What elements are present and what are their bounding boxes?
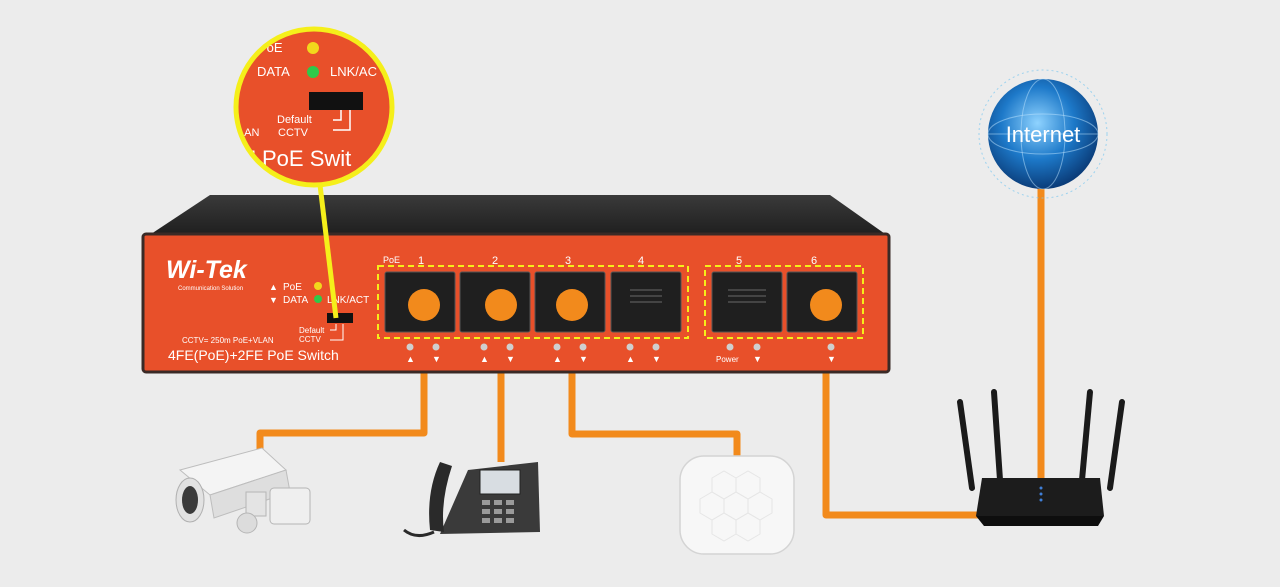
zoom-pointer — [317, 184, 339, 319]
zoom-bracket-2 — [333, 110, 351, 131]
led-poe-label: PoE — [283, 282, 302, 293]
svg-text:▼: ▼ — [827, 354, 836, 364]
cctv-note: CCTV= 250m PoE+VLAN — [182, 336, 274, 345]
zoom-model-fragment: PoE Swit — [262, 146, 351, 171]
uplink-port-group-highlight — [704, 265, 864, 339]
dip-cctv-label: CCTV — [299, 335, 321, 344]
port-number-6: 6 — [811, 255, 817, 267]
zoom-lnk-label: LNK/AC — [330, 64, 377, 79]
poe-port-group-highlight — [377, 265, 689, 339]
port-contacts — [630, 289, 766, 303]
zoom-dip-switch — [309, 92, 363, 110]
port-number-5: 5 — [736, 255, 742, 267]
ip-phone-icon — [403, 462, 540, 537]
port-leds — [406, 343, 835, 351]
zoom-data-led — [307, 66, 319, 78]
dip-default-label: Default — [299, 326, 325, 335]
dip-bracket-2 — [330, 324, 344, 341]
zoom-circle-border — [233, 26, 395, 188]
port-number-3: 3 — [565, 255, 571, 267]
svg-text:▲: ▲ — [480, 354, 489, 364]
zoom-bracket-1 — [333, 110, 342, 121]
plug-port-3 — [556, 289, 588, 321]
port-number-4: 4 — [638, 255, 644, 267]
svg-text:▲: ▲ — [626, 354, 635, 364]
zoom-data-label: DATA — [257, 64, 290, 79]
ip-camera-icon — [175, 447, 311, 534]
port-number-2: 2 — [492, 255, 498, 267]
access-point-icon — [679, 455, 795, 555]
led-data-label: DATA — [283, 295, 309, 306]
led-poe-indicator — [314, 282, 322, 290]
switch-brand-tagline: Communication Solution — [178, 286, 243, 292]
internet-globe: Internet — [978, 69, 1108, 199]
zoom-poe-led — [307, 42, 319, 54]
internet-label: Internet — [1006, 122, 1081, 147]
svg-text:▼: ▼ — [652, 354, 661, 364]
svg-text:▲: ▲ — [553, 354, 562, 364]
dip-bracket — [330, 324, 337, 331]
plug-port-2 — [485, 289, 517, 321]
zoom-cctv-label: CCTV — [278, 127, 309, 139]
power-label: Power — [716, 355, 739, 364]
zoom-default-label: Default — [277, 114, 312, 126]
svg-text:▼: ▼ — [506, 354, 515, 364]
led-data-arrow: ▼ — [269, 295, 278, 305]
svg-text:▲: ▲ — [406, 354, 415, 364]
dip-switch[interactable] — [327, 313, 353, 323]
zoom-callout: PoE DATA LNK/AC Default LAN CCTV 4 PoE S… — [233, 26, 395, 319]
svg-text:▼: ▼ — [432, 354, 441, 364]
svg-text:▼: ▼ — [753, 354, 762, 364]
plug-port-6 — [810, 289, 842, 321]
led-data-indicator — [314, 295, 322, 303]
router-icon — [957, 389, 1125, 526]
poe-group-label: PoE — [383, 255, 400, 265]
cable-port6-router — [822, 305, 985, 519]
poe-switch: Wi-Tek Communication Solution ▲ PoE ▼ DA… — [141, 195, 891, 374]
switch-brand-logo: Wi-Tek — [166, 256, 248, 284]
cable-plugs — [408, 289, 842, 321]
led-poe-arrow: ▲ — [269, 282, 278, 292]
plug-port-1 — [408, 289, 440, 321]
switch-top-panel — [148, 195, 888, 236]
port-number-1: 1 — [418, 255, 424, 267]
port-led-arrows: ▲ ▼ ▲ ▼ ▲ ▼ ▲ ▼ ▼ ▼ — [406, 354, 836, 364]
svg-text:▼: ▼ — [579, 354, 588, 364]
led-lnk-label: LNK/ACT — [327, 295, 369, 306]
switch-model-label: 4FE(PoE)+2FE PoE Switch — [168, 347, 339, 363]
